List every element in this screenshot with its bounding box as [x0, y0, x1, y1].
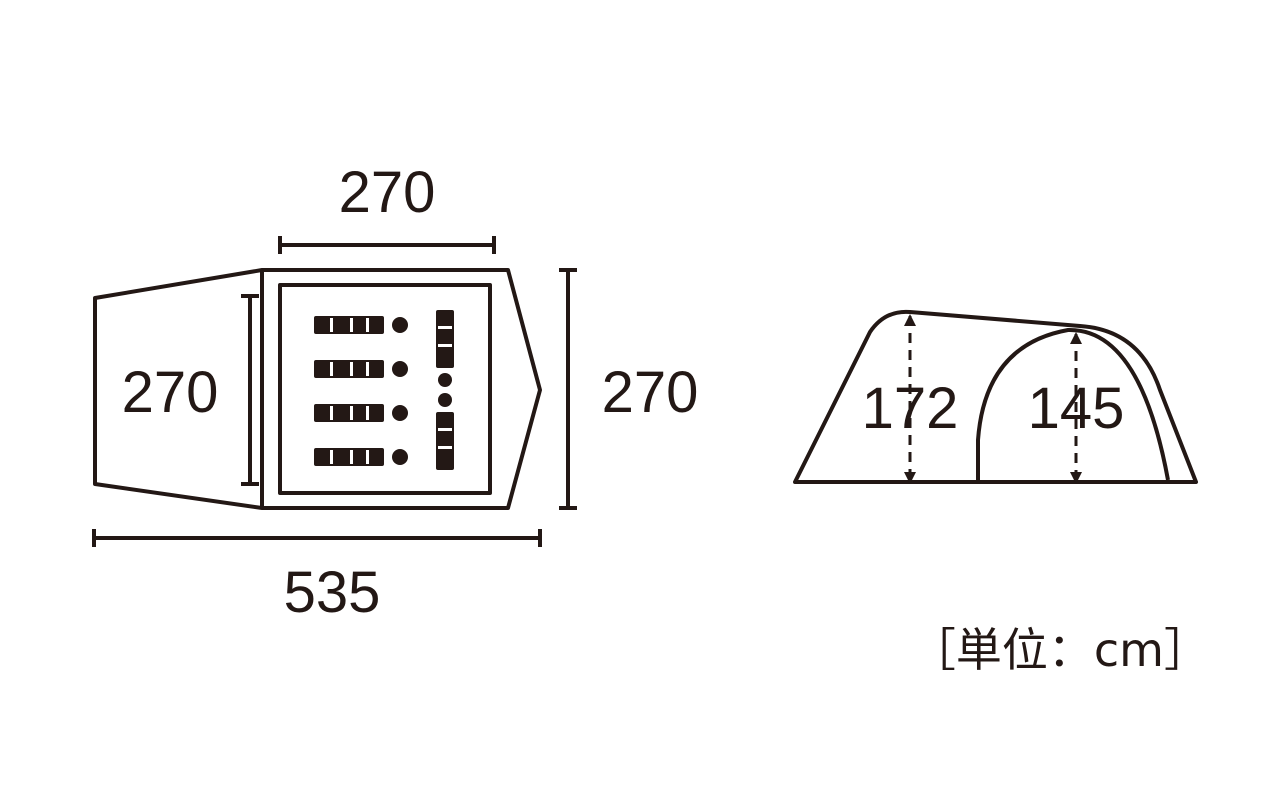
tent-floor-outline [93, 268, 542, 510]
inner-height-label: 145 [1028, 376, 1125, 441]
total-length-label: 535 [284, 560, 381, 625]
inner-dome-outline [976, 327, 1170, 482]
sleeping-person-2 [314, 360, 408, 378]
right-depth-dimension-line [559, 268, 577, 510]
unit-label: ［単位：cm］ [910, 623, 1210, 677]
left-depth-dimension-line [241, 294, 259, 486]
tent-side-outline [793, 309, 1198, 484]
sleeping-person-vertical-2 [436, 393, 454, 470]
plan-view: 270 270 270 535 [92, 160, 699, 625]
inner-tent-outline [278, 283, 492, 495]
sleeping-person-vertical-1 [436, 310, 454, 387]
side-view: 172 145 [793, 309, 1198, 484]
front-height-label: 172 [862, 376, 959, 441]
top-width-dimension-line [278, 236, 496, 254]
total-length-dimension-line [92, 529, 542, 547]
left-depth-label: 270 [122, 360, 219, 425]
sleeping-person-3 [314, 404, 408, 422]
top-width-label: 270 [339, 160, 436, 225]
right-depth-label: 270 [602, 360, 699, 425]
sleeping-person-4 [314, 448, 408, 466]
sleeping-person-1 [314, 316, 408, 334]
